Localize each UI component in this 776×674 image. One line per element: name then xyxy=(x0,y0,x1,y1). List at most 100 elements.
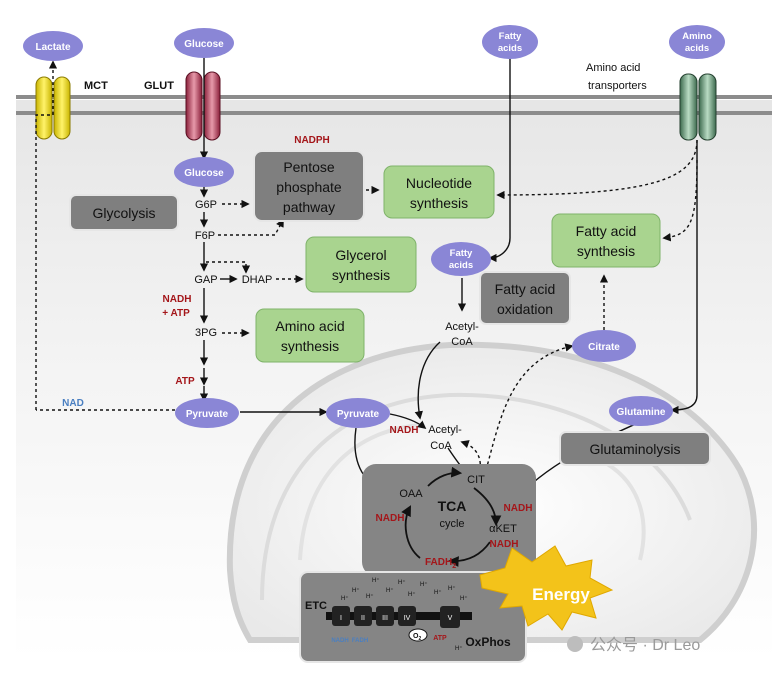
citrate-label: Citrate xyxy=(588,342,620,353)
fatty-acids-in-node: Fatty acids xyxy=(431,242,491,276)
glycerol-label-2: synthesis xyxy=(332,267,390,283)
svg-text:H⁺: H⁺ xyxy=(408,591,416,598)
ppp-label-2: phosphate xyxy=(276,179,342,195)
etc-atp-label: ATP xyxy=(433,635,447,642)
proton-marks: H⁺ H⁺ H⁺ H⁺ H⁺ H⁺ H⁺ H⁺ H⁺ H⁺ H⁺ H⁺ xyxy=(341,577,468,652)
svg-text:H⁺: H⁺ xyxy=(455,645,463,652)
amino-acids-out-label-1: Amino xyxy=(682,31,712,42)
svg-text:H⁺: H⁺ xyxy=(420,581,428,588)
citrate-node: Citrate xyxy=(572,330,636,362)
nucleotide-synthesis-box: Nucleotide synthesis xyxy=(383,165,495,219)
glycerol-label-1: Glycerol xyxy=(335,247,386,263)
fatty-acids-out-label-2: acids xyxy=(498,43,522,54)
fatty-acids-in-label-2: acids xyxy=(449,260,473,271)
amino-acid-synthesis-box: Amino acid synthesis xyxy=(255,308,365,363)
o2-icon: O2 xyxy=(408,628,428,642)
glucose-in-label: Glucose xyxy=(184,168,224,179)
amino-acids-out-node: Amino acids xyxy=(669,25,725,59)
oaa-label: OAA xyxy=(399,488,423,500)
mito-pyruvate-label: Pyruvate xyxy=(337,409,380,420)
fatty-acids-out-node: Fatty acids xyxy=(482,25,538,59)
amino-acid-transporter-icon xyxy=(679,73,717,141)
energy-label: Energy xyxy=(532,585,590,604)
atp-label: ATP xyxy=(175,376,195,387)
nadh-label: NADH xyxy=(163,294,192,305)
glutamine-label: Glutamine xyxy=(617,407,666,418)
lactate-node: Lactate xyxy=(23,31,83,61)
glycolysis-box: Glycolysis xyxy=(69,194,179,231)
g6p-label: G6P xyxy=(195,199,217,211)
tca-nadh-right-bottom-label: NADH xyxy=(490,539,519,550)
watermark-label: 公众号 · Dr Leo xyxy=(590,636,700,654)
glucose-out-node: Glucose xyxy=(174,28,234,58)
akg-label: αKET xyxy=(489,523,517,535)
lactate-label: Lactate xyxy=(35,42,70,53)
fatty-acids-out-label-1: Fatty xyxy=(499,31,522,42)
f6p-label: F6P xyxy=(195,230,215,242)
glut-label: GLUT xyxy=(144,80,174,92)
atp-plus-label: + ATP xyxy=(162,308,190,319)
complex-iii-label: III xyxy=(382,615,388,622)
watermark: 公众号 · Dr Leo xyxy=(567,636,700,654)
cit-label: CIT xyxy=(467,474,485,486)
glutamine-node: Glutamine xyxy=(609,396,673,426)
oxphos-label: OxPhos xyxy=(465,635,511,649)
tca-label-2: cycle xyxy=(439,518,464,530)
membrane-inner xyxy=(16,111,772,115)
complex-iv-label: IV xyxy=(404,615,411,622)
fatty-acid-oxidation-box: Fatty acid oxidation xyxy=(479,271,571,325)
fatty-acids-in-label-1: Fatty xyxy=(450,248,473,259)
glut-channel-icon xyxy=(185,71,221,141)
o2-label: O xyxy=(413,633,419,640)
pyruvate-label: Pyruvate xyxy=(186,409,229,420)
gap-label: GAP xyxy=(194,274,217,286)
glycolysis-label: Glycolysis xyxy=(92,205,155,221)
glutaminolysis-label: Glutaminolysis xyxy=(589,441,680,457)
svg-text:H⁺: H⁺ xyxy=(341,595,349,602)
membrane-outer xyxy=(16,95,772,99)
svg-text:O2: O2 xyxy=(413,633,421,642)
amino-acids-out-label-2: acids xyxy=(685,43,709,54)
complex-v-label: V xyxy=(448,615,453,622)
svg-text:H⁺: H⁺ xyxy=(448,585,456,592)
fa-syn-label-1: Fatty acid xyxy=(576,223,637,239)
arrows xyxy=(35,58,698,565)
amino-syn-label-1: Amino acid xyxy=(275,318,344,334)
mct-label: MCT xyxy=(84,80,108,92)
3pg-label: 3PG xyxy=(195,327,217,339)
svg-text:H⁺: H⁺ xyxy=(352,587,360,594)
nucleotide-label-2: synthesis xyxy=(410,195,468,211)
complex-ii-label: II xyxy=(361,615,365,622)
svg-text:H⁺: H⁺ xyxy=(386,587,394,594)
svg-text:H⁺: H⁺ xyxy=(434,589,442,596)
mito-pyruvate-node: Pyruvate xyxy=(326,398,390,428)
tca-label-1: TCA xyxy=(438,498,467,514)
tca-cycle-arrows xyxy=(401,466,502,567)
glycerol-synthesis-box: Glycerol synthesis xyxy=(305,236,417,293)
svg-text:H⁺: H⁺ xyxy=(366,593,374,600)
energy-burst: Energy xyxy=(479,545,614,631)
tca-nadh-left-label: NADH xyxy=(376,513,405,524)
amino-transporters-label-1: Amino acid xyxy=(586,62,640,74)
wechat-icon xyxy=(567,636,583,652)
glucose-out-label: Glucose xyxy=(184,39,224,50)
etc-complexes: I II III IV V xyxy=(332,606,460,628)
mito-acetyl-coa-label-1: Acetyl- xyxy=(428,424,462,436)
fatty-acid-synthesis-box: Fatty acid synthesis xyxy=(551,213,661,268)
ppp-label-1: Pentose xyxy=(283,159,335,175)
complex-i-label: I xyxy=(340,615,342,622)
etc-fadh-label: FADH xyxy=(352,638,368,644)
dhap-label: DHAP xyxy=(242,274,273,286)
svg-text:H⁺: H⁺ xyxy=(460,595,468,602)
fa-ox-label-2: oxidation xyxy=(497,301,553,317)
etc-nadh-label: NADH xyxy=(331,638,348,644)
nucleotide-label-1: Nucleotide xyxy=(406,175,472,191)
etc-label: ETC xyxy=(305,600,327,612)
svg-text:H⁺: H⁺ xyxy=(398,579,406,586)
cyto-acetyl-coa-label-1: Acetyl- xyxy=(445,321,479,333)
nadph-label: NADPH xyxy=(294,135,330,146)
fadh2-label: FADH2 xyxy=(425,557,456,570)
nad-label: NAD xyxy=(62,398,84,409)
